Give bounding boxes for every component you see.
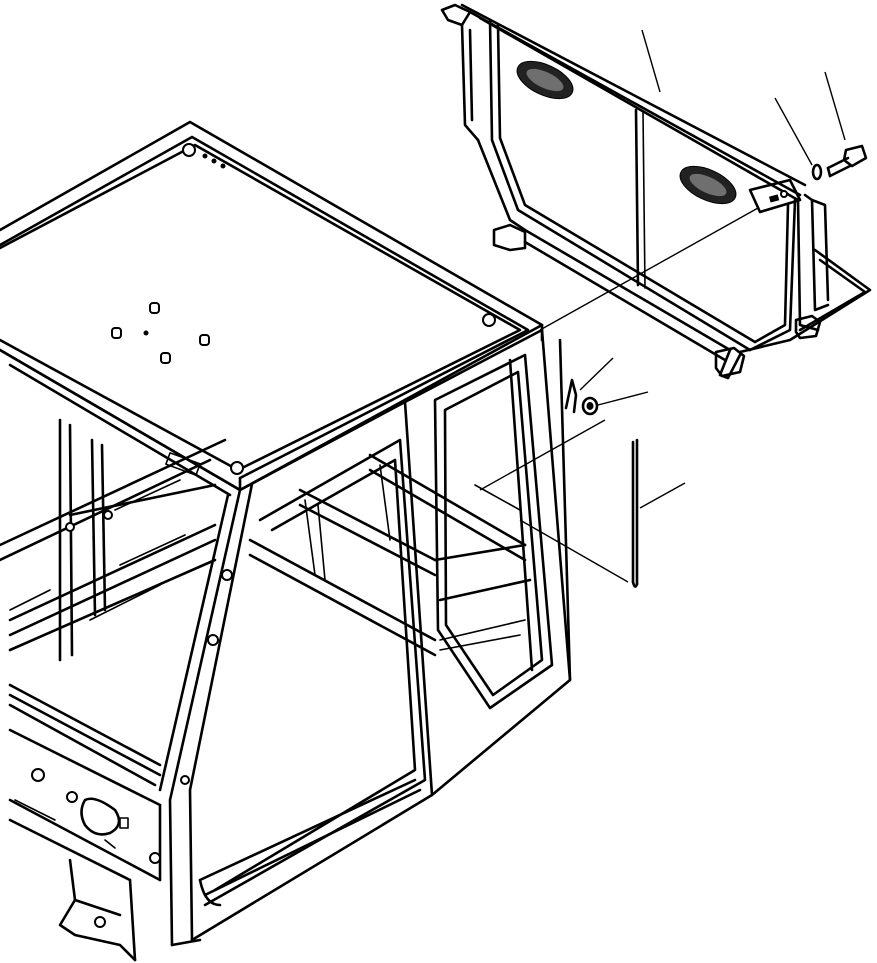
leader-lines bbox=[479, 29, 846, 583]
mounting-bolt bbox=[826, 144, 868, 178]
washer bbox=[581, 396, 599, 416]
lock-washer bbox=[811, 163, 823, 181]
pivot-pin bbox=[631, 438, 639, 588]
cab-frame bbox=[0, 120, 572, 962]
cotter-pin bbox=[564, 378, 578, 414]
